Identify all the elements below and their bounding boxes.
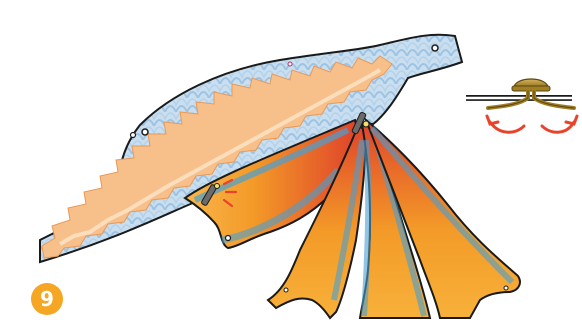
brad-diagram xyxy=(466,79,574,108)
hole-marker xyxy=(432,45,438,51)
hole-marker xyxy=(288,62,292,66)
hole-marker xyxy=(142,129,148,135)
rotation-arrows-icon xyxy=(487,116,577,132)
step-number-badge: 9 xyxy=(31,283,63,315)
hole-marker xyxy=(131,133,136,138)
